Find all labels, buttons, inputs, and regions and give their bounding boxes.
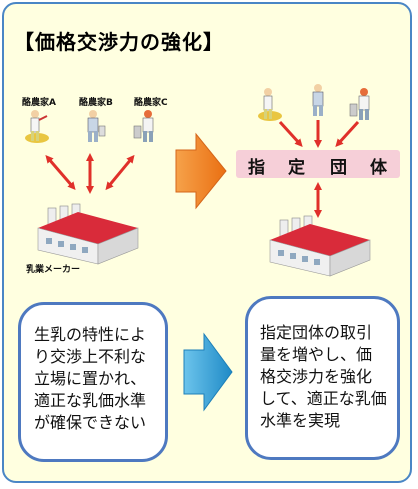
farmer-c-label: 酪農家C <box>134 98 168 108</box>
solution-line-3: 格交渉力を強化 <box>260 367 373 386</box>
arrow-farmer-c-org <box>335 120 360 147</box>
solution-line-2: 量を増やし、価 <box>260 345 373 364</box>
farmer-a-icon-right <box>258 88 282 121</box>
problem-line-2: り交渉上不利な <box>34 347 147 366</box>
solution-line-1: 指定団体の取引 <box>260 323 373 342</box>
dairy-maker-label: 乳業メーカー <box>26 265 81 275</box>
solution-line-4: して、適正な乳価 <box>260 389 387 408</box>
solution-line-5: 水準を実現 <box>260 411 341 430</box>
farmer-c-icon <box>133 110 154 142</box>
farmer-c-icon-right <box>349 88 370 120</box>
problem-box <box>18 302 168 462</box>
page-title: 【価格交渉力の強化】 <box>14 30 224 54</box>
arrow-farmer-a-maker <box>45 154 76 191</box>
farmer-a-icon <box>25 110 49 143</box>
solution-box <box>245 296 400 460</box>
arrow-farmer-c-maker <box>105 154 135 191</box>
designated-org-char-3: 団 <box>330 158 347 178</box>
farmer-b-label: 酪農家B <box>79 98 113 108</box>
problem-line-4: 適正な乳価水準 <box>34 391 147 410</box>
designated-org-char-1: 指 <box>248 158 265 178</box>
factory-icon-right <box>269 215 371 277</box>
orange-transition-arrow <box>175 132 227 210</box>
problem-line-5: が確保できない <box>34 413 147 432</box>
problem-line-3: 立場に置かれ、 <box>34 369 147 388</box>
blue-transition-arrow <box>183 332 233 412</box>
problem-line-1: 生乳の特性によ <box>34 325 147 344</box>
designated-org-char-4: 体 <box>370 158 387 178</box>
arrow-farmer-a-org <box>278 120 303 147</box>
designated-org-char-2: 定 <box>288 158 305 178</box>
farmer-b-icon <box>87 110 106 142</box>
solution-text: 指定団体の取引 量を増やし、価 格交渉力を強化 して、適正な乳価 水準を実現 <box>260 322 387 432</box>
farmer-a-label: 酪農家A <box>22 98 56 108</box>
farmer-b-icon-right <box>312 84 324 116</box>
designated-org-band: 指 定 団 体 <box>236 150 400 178</box>
problem-text: 生乳の特性によ り交渉上不利な 立場に置かれ、 適正な乳価水準 が確保できない <box>34 324 146 434</box>
factory-icon-left <box>37 203 139 265</box>
